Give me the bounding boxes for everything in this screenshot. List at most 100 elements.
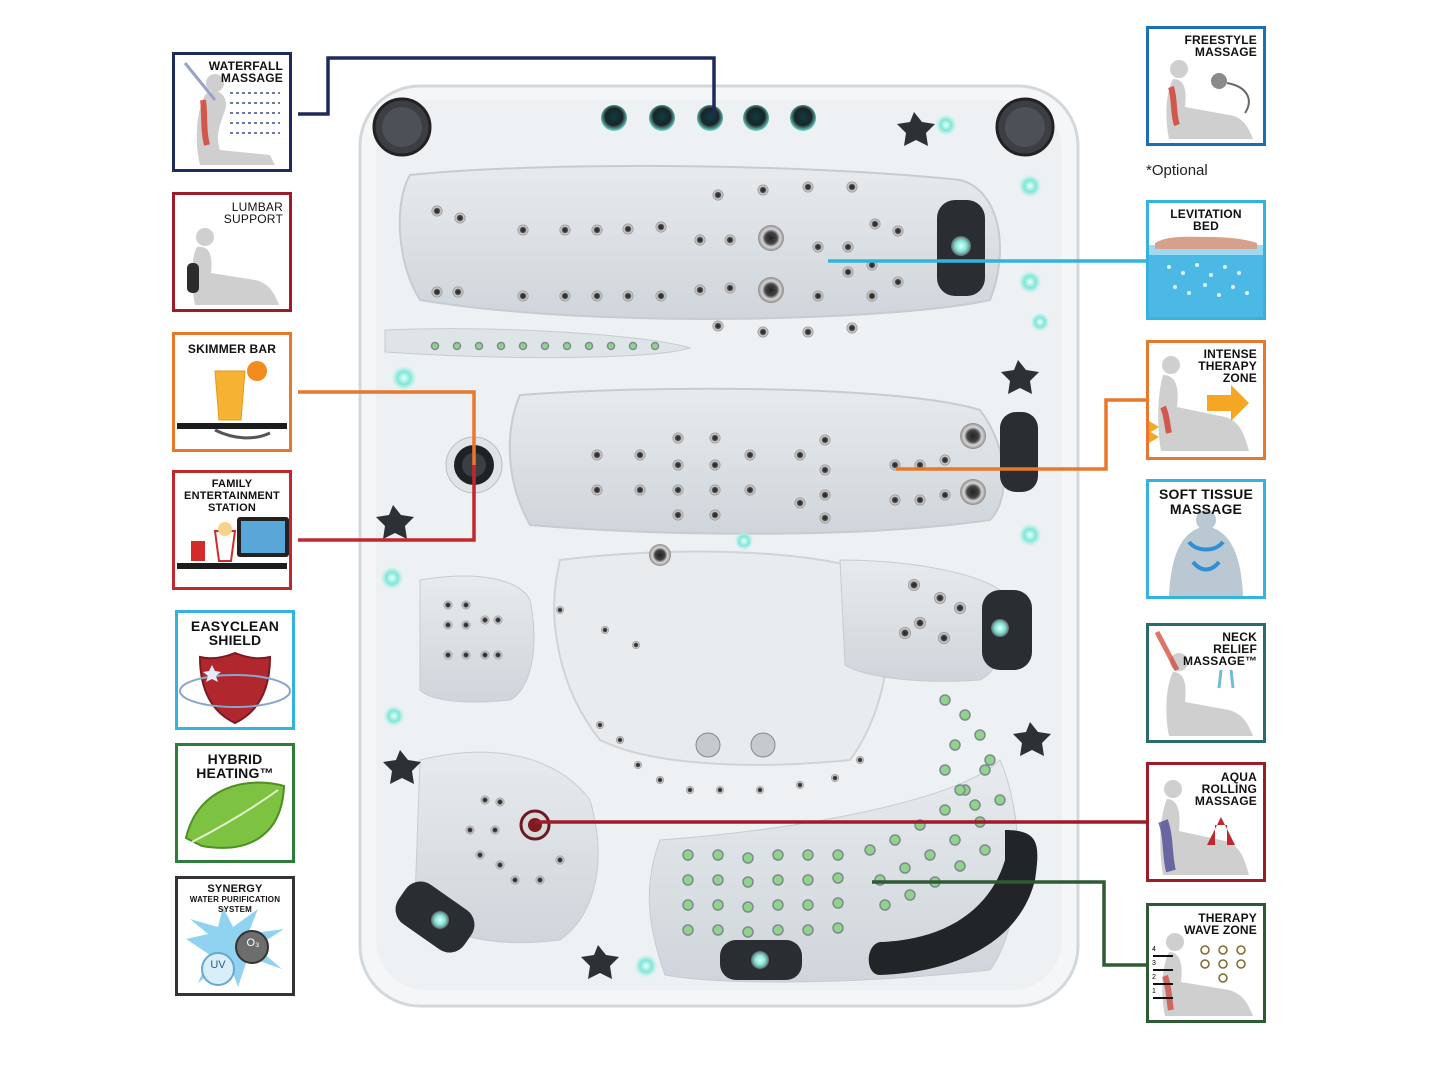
jet	[443, 600, 453, 610]
jet	[742, 876, 754, 888]
jet	[655, 221, 667, 233]
jet	[480, 650, 490, 660]
jet	[591, 290, 603, 302]
jet	[954, 860, 966, 872]
jet	[716, 786, 724, 794]
jet	[616, 736, 624, 744]
connector-intense	[896, 398, 1146, 471]
jet	[555, 855, 565, 865]
jet	[802, 924, 814, 936]
jet	[812, 290, 824, 302]
jet	[994, 794, 1006, 806]
jet	[819, 434, 831, 446]
jet	[724, 234, 736, 246]
skimmer-bar-illustration	[177, 361, 287, 440]
footwell	[553, 550, 890, 766]
water-splash-icon	[186, 907, 284, 987]
jet	[712, 849, 724, 861]
jet	[899, 862, 911, 874]
feature-easyclean-shield: EASYCLEAN SHIELD	[175, 610, 295, 730]
wave-level-4: 4	[1152, 946, 1156, 953]
jet	[802, 181, 814, 193]
optional-note: *Optional	[1146, 162, 1208, 179]
jet	[634, 761, 642, 769]
family-label-3: STATION	[207, 502, 257, 514]
jet	[694, 284, 706, 296]
softtissue-label-1: SOFT TISSUE	[1159, 486, 1253, 502]
jet	[742, 852, 754, 864]
neck-label-3: MASSAGE™	[1183, 654, 1258, 668]
jet	[709, 459, 721, 471]
jet	[443, 620, 453, 630]
synergy-label-3: SYSTEM	[217, 905, 253, 914]
family-entertainment-illustration	[177, 517, 289, 569]
lumbar-support-illustration	[187, 228, 279, 305]
freestyle-label-2: MASSAGE	[1194, 45, 1257, 59]
jet	[939, 804, 951, 816]
jet	[495, 797, 505, 807]
wave-label-1: THERAPY	[1198, 911, 1257, 925]
jet	[812, 241, 824, 253]
jet	[802, 326, 814, 338]
jet	[712, 924, 724, 936]
jet	[682, 849, 694, 861]
jet	[949, 739, 961, 751]
hybrid-label-1: HYBRID	[207, 751, 263, 767]
jet	[559, 224, 571, 236]
connector-waterfall	[298, 56, 716, 118]
therapy-wave-illustration	[1153, 933, 1253, 1016]
jet	[832, 849, 844, 861]
feature-waterfall-massage: WATERFALL MASSAGE	[172, 52, 292, 172]
feature-synergy-purification: SYNERGY WATER PURIFICATION SYSTEM O₃ UV	[175, 876, 295, 996]
family-label-1: FAMILY	[211, 478, 253, 490]
jet	[939, 694, 951, 706]
feature-family-entertainment: FAMILY ENTERTAINMENT STATION	[172, 470, 292, 590]
jet	[443, 650, 453, 660]
jet	[914, 494, 926, 506]
feature-freestyle-massage: FREESTYLE MASSAGE	[1146, 26, 1266, 146]
jet	[756, 786, 764, 794]
jet	[556, 606, 564, 614]
jet	[712, 899, 724, 911]
jet	[682, 924, 694, 936]
jet	[831, 774, 839, 782]
neck-label-2: RELIEF	[1213, 642, 1257, 656]
aqua-label-3: MASSAGE	[1194, 794, 1257, 808]
jet	[819, 512, 831, 524]
jet	[772, 849, 784, 861]
family-label-2: ENTERTAINMENT	[184, 490, 280, 502]
jet	[842, 241, 854, 253]
jet	[559, 290, 571, 302]
jet	[864, 844, 876, 856]
jet	[591, 449, 603, 461]
jet	[744, 484, 756, 496]
jet	[493, 615, 503, 625]
jet	[709, 509, 721, 521]
jet	[712, 874, 724, 886]
levitation-label-1: LEVITATION	[1170, 207, 1242, 221]
jet	[584, 341, 594, 351]
wave-level-1: 1	[1152, 988, 1156, 995]
jet	[650, 341, 660, 351]
skimmer-bar-shape	[384, 328, 692, 359]
jet	[461, 600, 471, 610]
jet	[879, 899, 891, 911]
jet	[959, 709, 971, 721]
middle-seat	[508, 387, 1005, 535]
connector-family	[298, 465, 476, 542]
jet	[939, 454, 951, 466]
jet	[742, 901, 754, 913]
jet	[969, 799, 981, 811]
easyclean-label-2: SHIELD	[208, 632, 262, 648]
aqua-label-1: AQUA	[1220, 770, 1257, 784]
jet	[866, 290, 878, 302]
lumbar-label-1: LUMBAR	[231, 200, 283, 214]
jet	[802, 874, 814, 886]
intense-therapy-illustration	[1149, 356, 1249, 451]
wave-level-2: 2	[1152, 974, 1156, 981]
jet	[842, 266, 854, 278]
jet	[562, 341, 572, 351]
jet	[757, 184, 769, 196]
softtissue-label-2: MASSAGE	[1169, 501, 1243, 517]
